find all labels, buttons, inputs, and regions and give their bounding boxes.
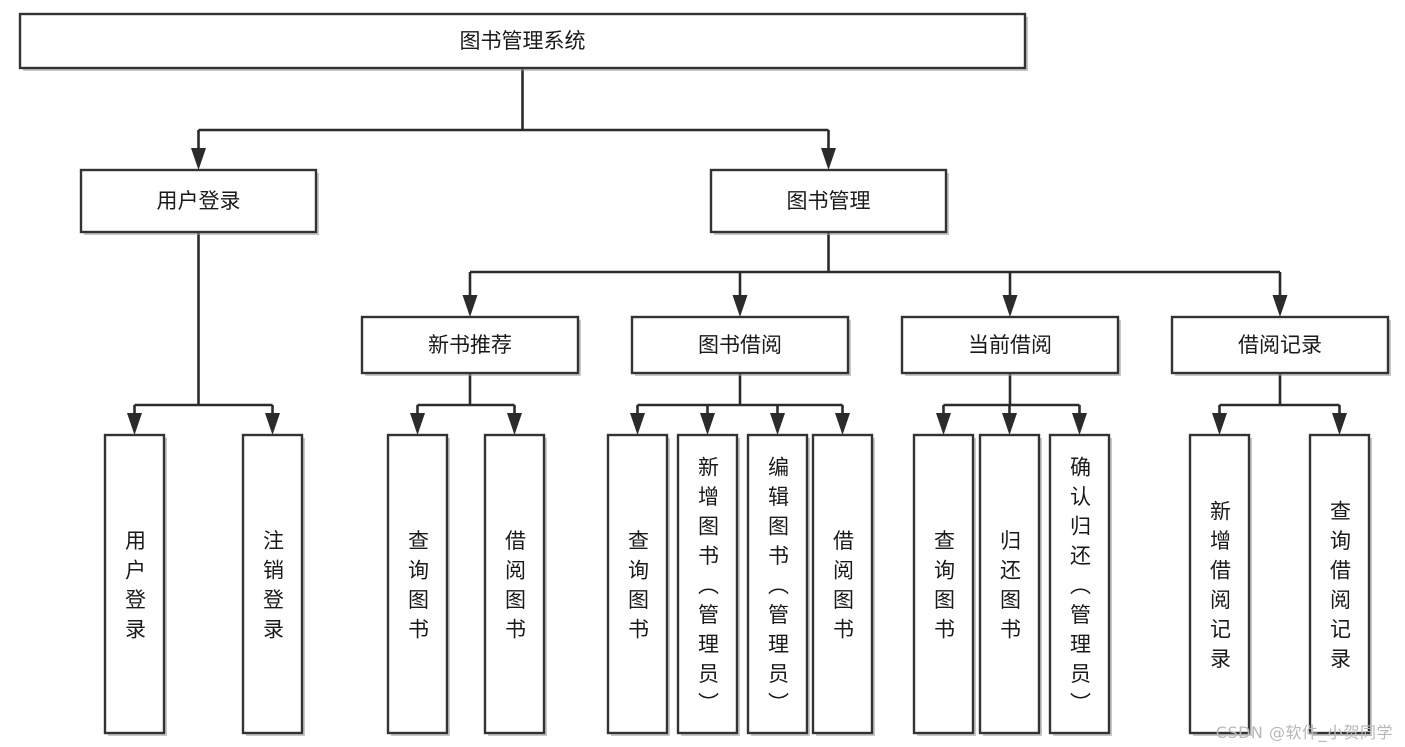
arrow-head-icon bbox=[410, 413, 425, 435]
arrow-head-icon bbox=[1002, 295, 1018, 317]
node-rect[interactable] bbox=[79, 168, 318, 234]
node-label: 当前借阅 bbox=[968, 333, 1052, 357]
arrow-head-icon bbox=[265, 413, 280, 435]
node-layer: 图书管理系统用户登录图书管理新书推荐图书借阅当前借阅借阅记录用户登录注销登录查询… bbox=[18, 12, 1391, 736]
arrow-head-icon bbox=[732, 295, 748, 317]
arrow-head-icon bbox=[191, 148, 206, 170]
node-rect[interactable] bbox=[18, 12, 1027, 70]
node-leaf-bb-query[interactable]: 查询图书 bbox=[606, 433, 670, 736]
node-current-borrow[interactable]: 当前借阅 bbox=[900, 315, 1121, 376]
node-rect[interactable] bbox=[709, 168, 948, 234]
node-label: 归还图书 bbox=[1000, 529, 1021, 642]
connector-group-book-borrow bbox=[630, 373, 850, 435]
node-label: 新增借阅记录 bbox=[1210, 500, 1231, 672]
arrow-head-icon bbox=[507, 413, 522, 435]
node-label: 查询图书 bbox=[934, 529, 955, 642]
node-root[interactable]: 图书管理系统 bbox=[18, 12, 1028, 71]
arrow-head-icon bbox=[1272, 295, 1288, 317]
connector-group-book-manage bbox=[462, 232, 1288, 317]
node-leaf-cb-return[interactable]: 归还图书 bbox=[978, 433, 1042, 736]
node-leaf-user-logout[interactable]: 注销登录 bbox=[241, 433, 305, 736]
arrow-head-icon bbox=[835, 413, 850, 435]
node-rect[interactable] bbox=[746, 433, 809, 735]
node-label: 编辑图书︵管理员︶ bbox=[768, 455, 789, 715]
node-label: 查询图书 bbox=[408, 529, 429, 642]
node-label: 借阅记录 bbox=[1238, 333, 1322, 357]
node-rect[interactable] bbox=[630, 315, 850, 375]
node-new-book-rec[interactable]: 新书推荐 bbox=[360, 315, 581, 376]
node-rect[interactable] bbox=[360, 315, 580, 375]
node-leaf-rec-borrow[interactable]: 借阅图书 bbox=[483, 433, 547, 736]
node-label: 借阅图书 bbox=[833, 529, 854, 642]
node-label: 用户登录 bbox=[125, 529, 146, 642]
node-rect[interactable] bbox=[978, 433, 1041, 735]
node-label: 借阅图书 bbox=[505, 529, 526, 642]
node-label: 注销登录 bbox=[263, 529, 284, 642]
node-rect[interactable] bbox=[483, 433, 546, 735]
node-borrow-record[interactable]: 借阅记录 bbox=[1170, 315, 1391, 376]
connector-layer bbox=[127, 68, 1347, 435]
arrow-head-icon bbox=[630, 413, 645, 435]
arrow-head-icon bbox=[127, 413, 142, 435]
connector-group-user-login bbox=[127, 232, 280, 435]
node-rect[interactable] bbox=[241, 433, 304, 735]
connector-group-root bbox=[191, 68, 836, 170]
node-label: 图书借阅 bbox=[698, 333, 782, 357]
arrow-head-icon bbox=[462, 295, 478, 317]
node-label: 确认归还︵管理员︶ bbox=[1070, 455, 1091, 715]
node-leaf-cb-query[interactable]: 查询图书 bbox=[912, 433, 976, 736]
node-rect[interactable] bbox=[676, 433, 739, 735]
watermark-label: CSDN @软件_小贺同学 bbox=[1215, 723, 1393, 742]
node-leaf-bb-add[interactable]: 新增图书︵管理员︶ bbox=[676, 433, 740, 736]
node-rect[interactable] bbox=[900, 315, 1120, 375]
node-label: 用户登录 bbox=[157, 189, 241, 213]
node-rect[interactable] bbox=[1308, 433, 1371, 735]
node-leaf-rec-query[interactable]: 查询图书 bbox=[386, 433, 450, 736]
node-book-manage[interactable]: 图书管理 bbox=[709, 168, 949, 235]
node-leaf-bb-edit[interactable]: 编辑图书︵管理员︶ bbox=[746, 433, 810, 736]
node-rect[interactable] bbox=[912, 433, 975, 735]
node-label: 新书推荐 bbox=[428, 333, 512, 357]
arrow-head-icon bbox=[1072, 413, 1087, 435]
node-rect[interactable] bbox=[1188, 433, 1251, 735]
node-rect[interactable] bbox=[811, 433, 874, 735]
node-label: 查询图书 bbox=[628, 529, 649, 642]
node-rect[interactable] bbox=[103, 433, 166, 735]
node-label: 图书管理 bbox=[787, 189, 871, 213]
arrow-head-icon bbox=[1002, 413, 1017, 435]
node-rect[interactable] bbox=[606, 433, 669, 735]
node-label: 图书管理系统 bbox=[460, 29, 586, 53]
node-leaf-br-query[interactable]: 查询借阅记录 bbox=[1308, 433, 1372, 736]
node-rect[interactable] bbox=[386, 433, 449, 735]
node-user-login[interactable]: 用户登录 bbox=[79, 168, 319, 235]
node-leaf-user-login[interactable]: 用户登录 bbox=[103, 433, 167, 736]
arrow-head-icon bbox=[821, 148, 836, 170]
connector-group-new-book-rec bbox=[410, 373, 522, 435]
arrow-head-icon bbox=[1212, 413, 1227, 435]
node-leaf-br-add[interactable]: 新增借阅记录 bbox=[1188, 433, 1252, 736]
arrow-head-icon bbox=[936, 413, 951, 435]
node-label: 查询借阅记录 bbox=[1330, 500, 1351, 672]
arrow-head-icon bbox=[1332, 413, 1347, 435]
connector-group-borrow-record bbox=[1212, 373, 1347, 435]
node-rect[interactable] bbox=[1048, 433, 1111, 735]
node-leaf-bb-borrow[interactable]: 借阅图书 bbox=[811, 433, 875, 736]
node-leaf-cb-confirm[interactable]: 确认归还︵管理员︶ bbox=[1048, 433, 1112, 736]
node-label: 新增图书︵管理员︶ bbox=[698, 455, 719, 715]
connector-group-current-borrow bbox=[936, 373, 1087, 435]
node-rect[interactable] bbox=[1170, 315, 1390, 375]
arrow-head-icon bbox=[700, 413, 715, 435]
node-book-borrow[interactable]: 图书借阅 bbox=[630, 315, 851, 376]
arrow-head-icon bbox=[770, 413, 785, 435]
